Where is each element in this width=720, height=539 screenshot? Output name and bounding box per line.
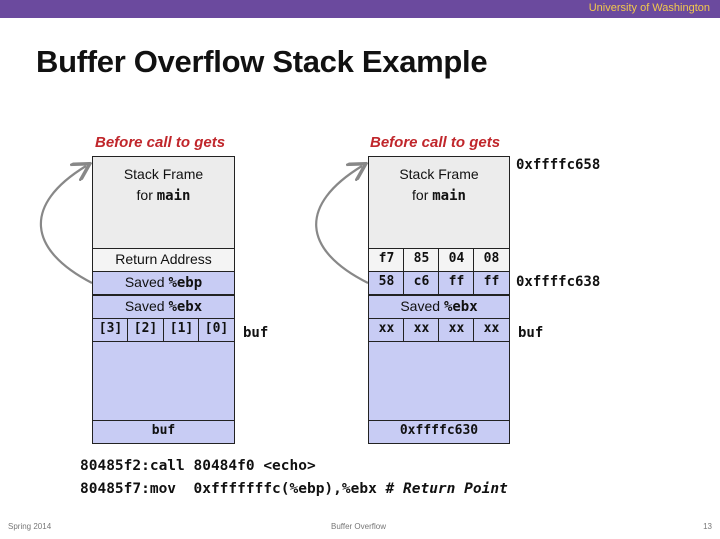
slide-number: 13 xyxy=(703,522,712,531)
code-line-mov: 80485f7:mov 0xfffffffc(%ebp),%ebx # Retu… xyxy=(80,481,508,497)
left-buf-cell-0: [0] xyxy=(198,318,235,342)
slide-title: Buffer Overflow Stack Example xyxy=(36,44,488,79)
institution-name: University of Washington xyxy=(588,2,710,14)
right-buf-cell-3: xx xyxy=(473,318,510,342)
return-byte-2: 04 xyxy=(438,248,475,272)
footer-term: Spring 2014 xyxy=(8,522,52,531)
ebp-byte-2: ff xyxy=(438,271,475,295)
right-bottom-address: 0xffffc630 xyxy=(368,420,510,444)
left-caption: Before call to gets xyxy=(95,134,226,151)
right-buf-cell-1: xx xyxy=(403,318,440,342)
left-bottom-buf: buf xyxy=(92,420,235,444)
right-caption: Before call to gets xyxy=(370,134,501,151)
return-byte-1: 85 xyxy=(403,248,440,272)
ebp-byte-3: ff xyxy=(473,271,510,295)
right-stack-frame-main: Stack Frame for main xyxy=(368,156,510,249)
left-return-address: Return Address xyxy=(92,248,235,272)
right-frame-line1: Stack Frame xyxy=(399,166,479,182)
address-ebp: 0xffffc638 xyxy=(516,274,601,290)
left-buf-cell-3: [3] xyxy=(92,318,129,342)
left-return-arrow xyxy=(39,166,92,284)
ebp-byte-0: 58 xyxy=(368,271,405,295)
right-saved-ebx: Saved %ebx xyxy=(368,295,510,319)
ebp-byte-1: c6 xyxy=(403,271,440,295)
code-line-call: 80485f2:call 80484f0 <echo> xyxy=(80,458,316,474)
left-frame-line1: Stack Frame xyxy=(123,166,204,182)
left-stack-frame-main: Stack Frame for main xyxy=(92,156,235,249)
return-byte-3: 08 xyxy=(473,248,510,272)
right-return-arrow xyxy=(315,166,368,284)
left-buf-cell-2: [2] xyxy=(127,318,164,342)
right-frame-line2: for main xyxy=(412,187,466,204)
right-buf-cell-2: xx xyxy=(438,318,475,342)
right-buf-label: buf xyxy=(518,325,544,341)
right-buf-cell-0: xx xyxy=(368,318,405,342)
footer-topic: Buffer Overflow xyxy=(331,522,386,531)
right-stack-region xyxy=(368,341,510,421)
left-saved-ebx: Saved %ebx xyxy=(92,295,235,319)
return-byte-0: f7 xyxy=(368,248,405,272)
left-buf-cell-1: [1] xyxy=(163,318,200,342)
left-stack-region xyxy=(92,341,235,421)
left-frame-line2: for main xyxy=(136,187,191,204)
left-saved-ebp: Saved %ebp xyxy=(92,271,235,295)
header-bar: University of Washington xyxy=(0,0,720,18)
address-top: 0xffffc658 xyxy=(516,157,601,173)
left-buf-label: buf xyxy=(243,325,269,341)
